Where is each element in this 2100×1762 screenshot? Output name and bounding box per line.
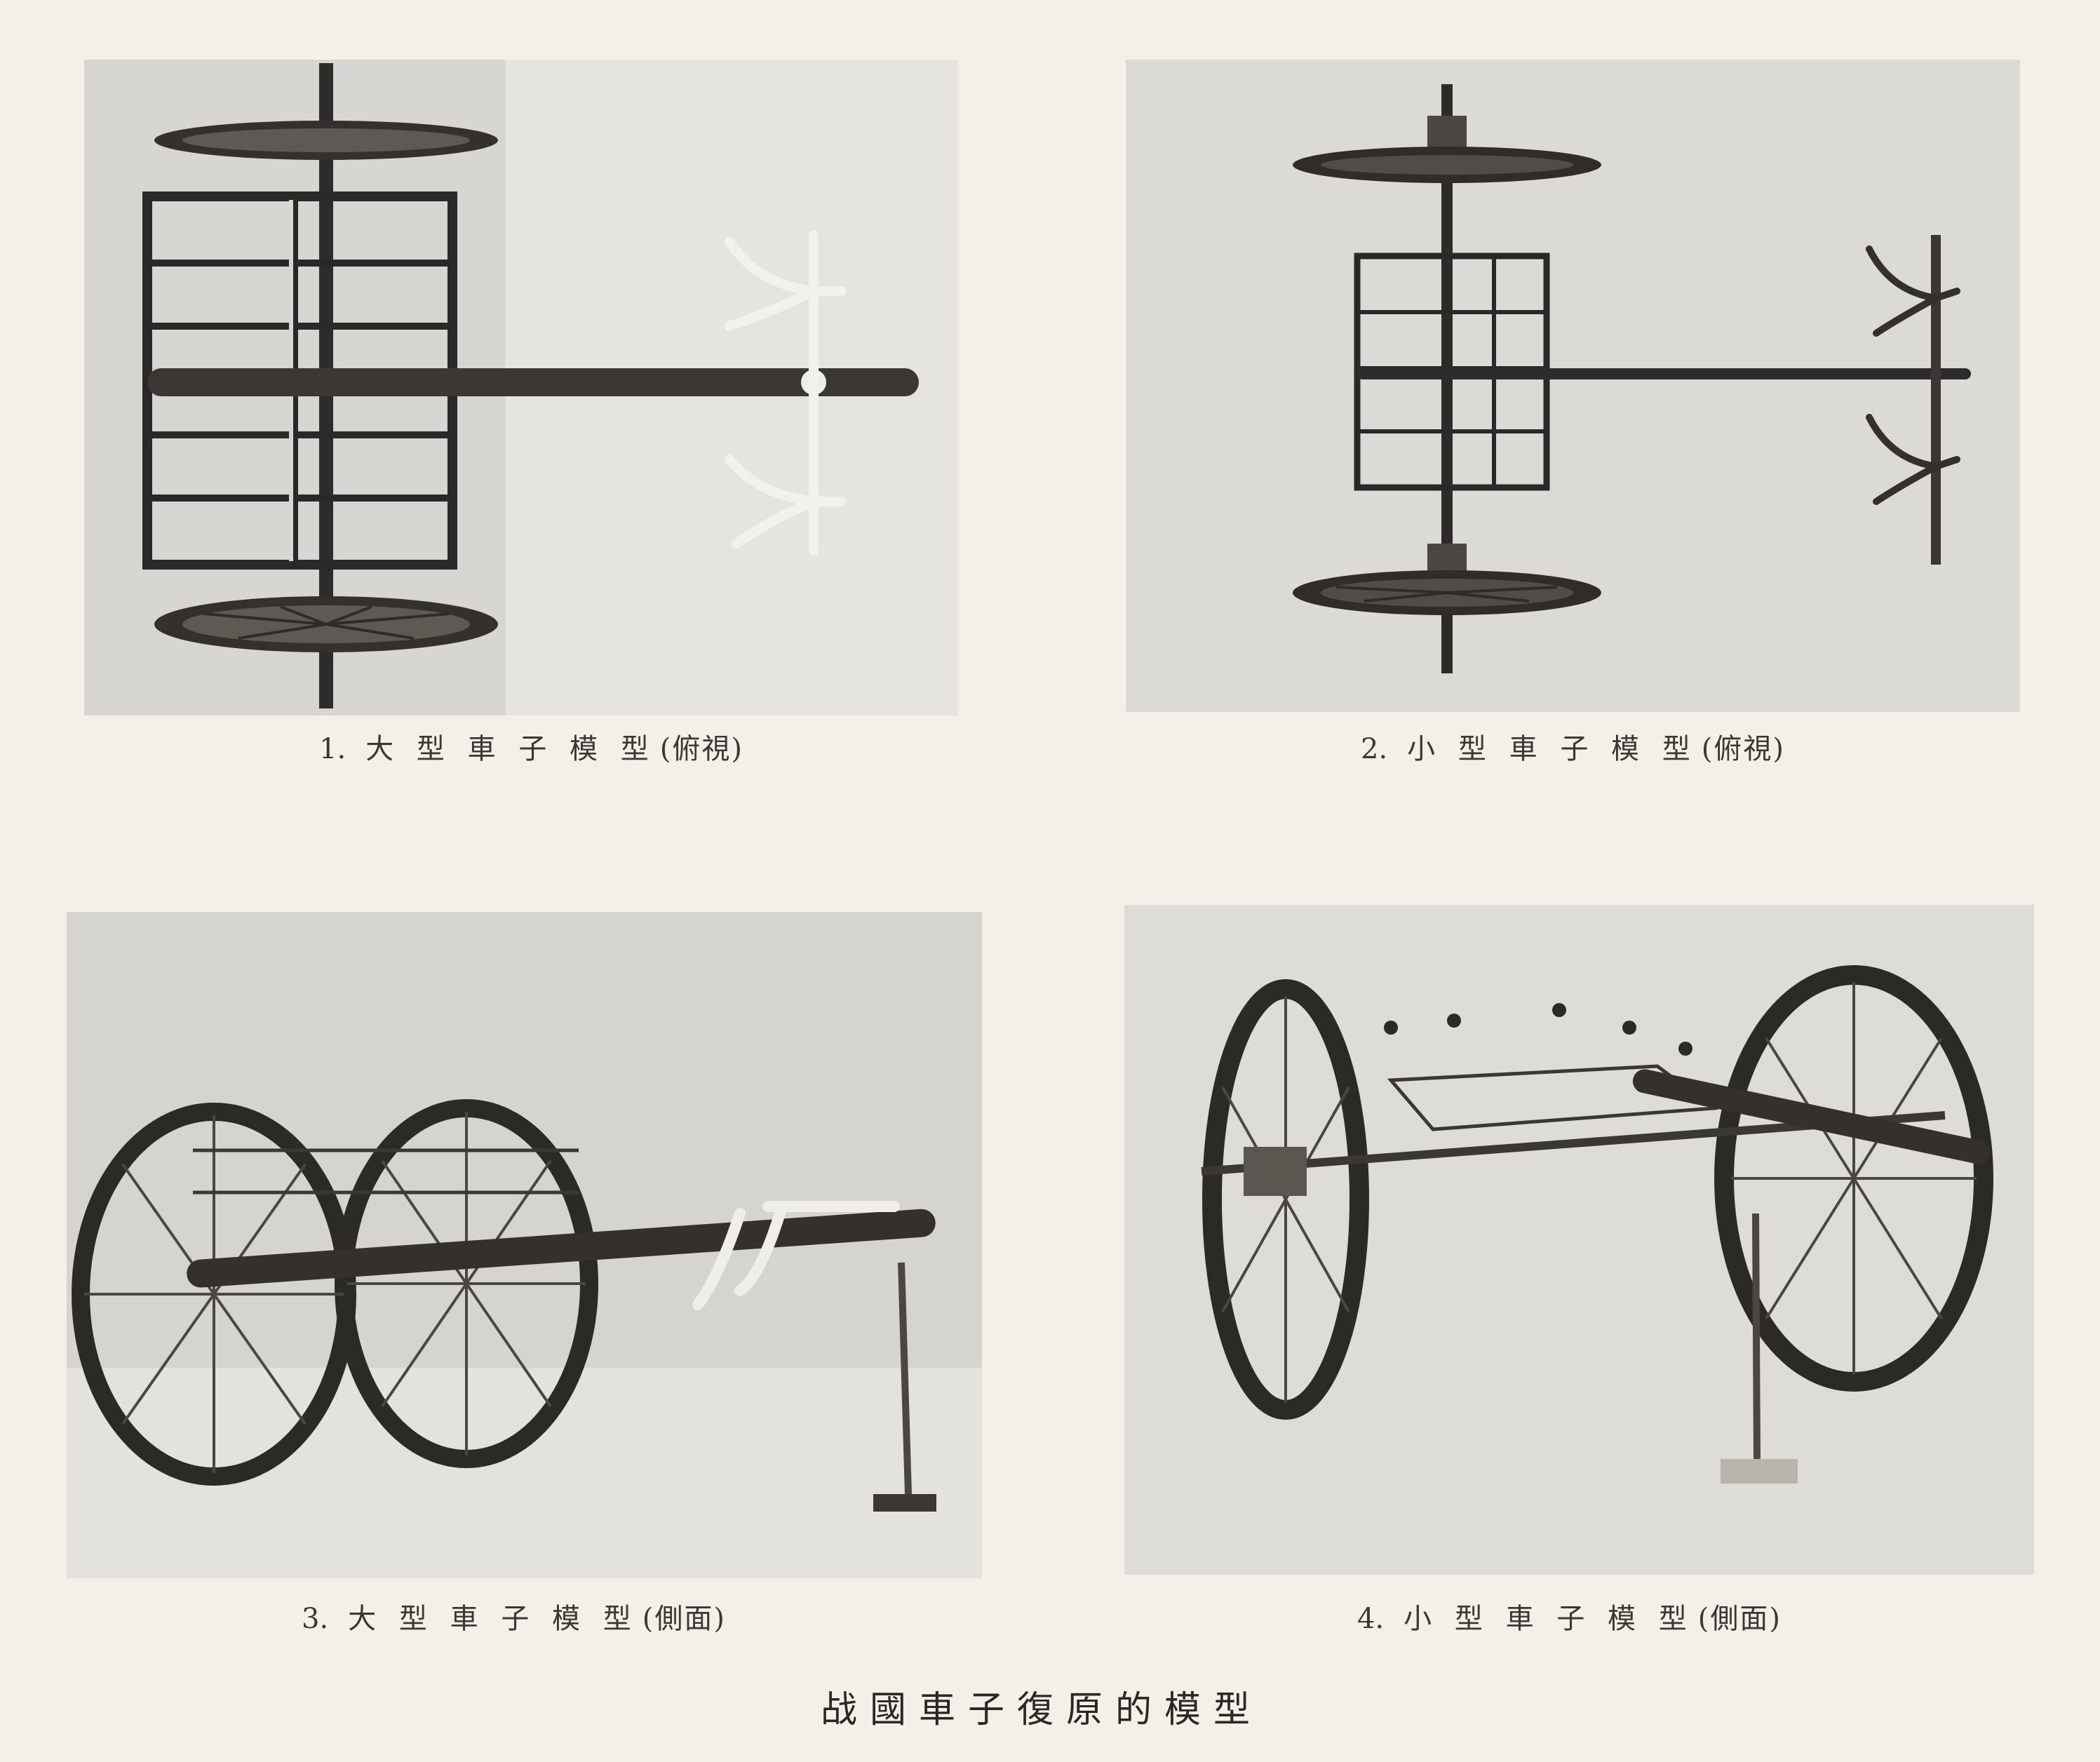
figure-4-caption: 4. 小 型 車 子 模 型(側面) (1357, 1596, 1782, 1636)
figure-4-view: (側面) (1697, 1603, 1782, 1635)
figure-3-photo (67, 912, 982, 1578)
figure-3-title: 大 型 車 子 模 型 (348, 1603, 638, 1635)
figure-1-number: 1. (319, 733, 346, 765)
figure-2-number: 2. (1361, 733, 1388, 765)
small-chariot-side-view-photo (1201, 965, 1993, 1484)
large-chariot-top-view-photo (142, 60, 957, 715)
page-title: 战國車子復原的模型 (821, 1689, 1263, 1731)
figure-3-view: (側面) (642, 1603, 726, 1635)
figure-4-number: 4. (1357, 1603, 1385, 1635)
figure-1-title: 大 型 車 子 模 型 (365, 733, 656, 765)
figure-3-caption: 3. 大 型 車 子 模 型(側面) (302, 1596, 726, 1636)
figure-1-caption: 1. 大 型 車 子 模 型(俯視) (319, 726, 743, 767)
figure-2-title: 小 型 車 子 模 型 (1407, 733, 1697, 765)
figure-3-number: 3. (302, 1603, 329, 1635)
figure-1-view: (俯視) (659, 733, 743, 765)
figure-2-caption: 2. 小 型 車 子 模 型(俯視) (1361, 726, 1785, 767)
figure-2-photo (1126, 60, 2020, 712)
figure-1-photo (84, 60, 957, 715)
figure-4-title: 小 型 車 子 模 型 (1404, 1603, 1694, 1635)
figure-2-view: (俯視) (1701, 733, 1785, 765)
small-chariot-top-view-photo (1293, 84, 1971, 673)
figure-4-photo (1124, 905, 2034, 1575)
large-chariot-side-view-photo (67, 1099, 982, 1578)
